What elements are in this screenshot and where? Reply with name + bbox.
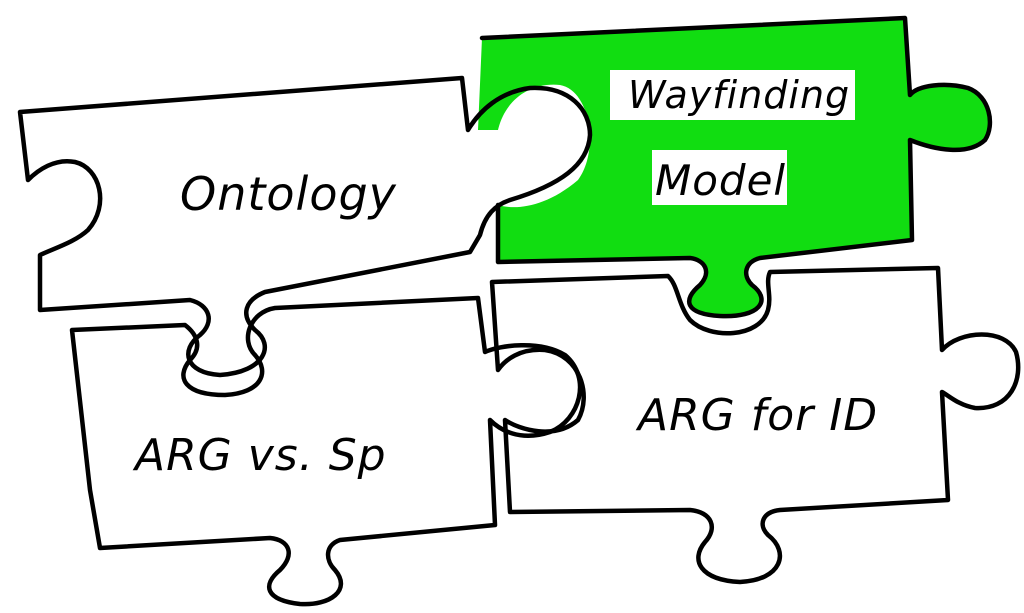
ontology-piece-outline <box>17 75 593 378</box>
wayfinding-label-line2: Model <box>655 156 786 205</box>
arg-vs-sp-piece-outline <box>69 295 583 607</box>
arg-for-id-label: ARG for ID <box>635 390 878 441</box>
puzzle-piece-ontology: Ontology <box>17 75 593 378</box>
wayfinding-label-box-bottom <box>652 150 787 205</box>
puzzle-piece-wayfinding-model: Wayfinding Model <box>478 15 993 319</box>
puzzle-piece-arg-vs-sp: ARG vs. Sp <box>69 295 583 607</box>
ontology-label: Ontology <box>180 167 397 221</box>
wayfinding-label-box-top <box>610 70 855 120</box>
arg-vs-sp-label: ARG vs. Sp <box>132 430 387 481</box>
wayfinding-label-line1: Wayfinding <box>628 73 850 117</box>
wayfinding-piece-outline <box>479 15 993 319</box>
puzzle-piece-arg-for-id: ARG for ID <box>489 265 1021 585</box>
arg-for-id-piece-outline <box>489 265 1021 585</box>
